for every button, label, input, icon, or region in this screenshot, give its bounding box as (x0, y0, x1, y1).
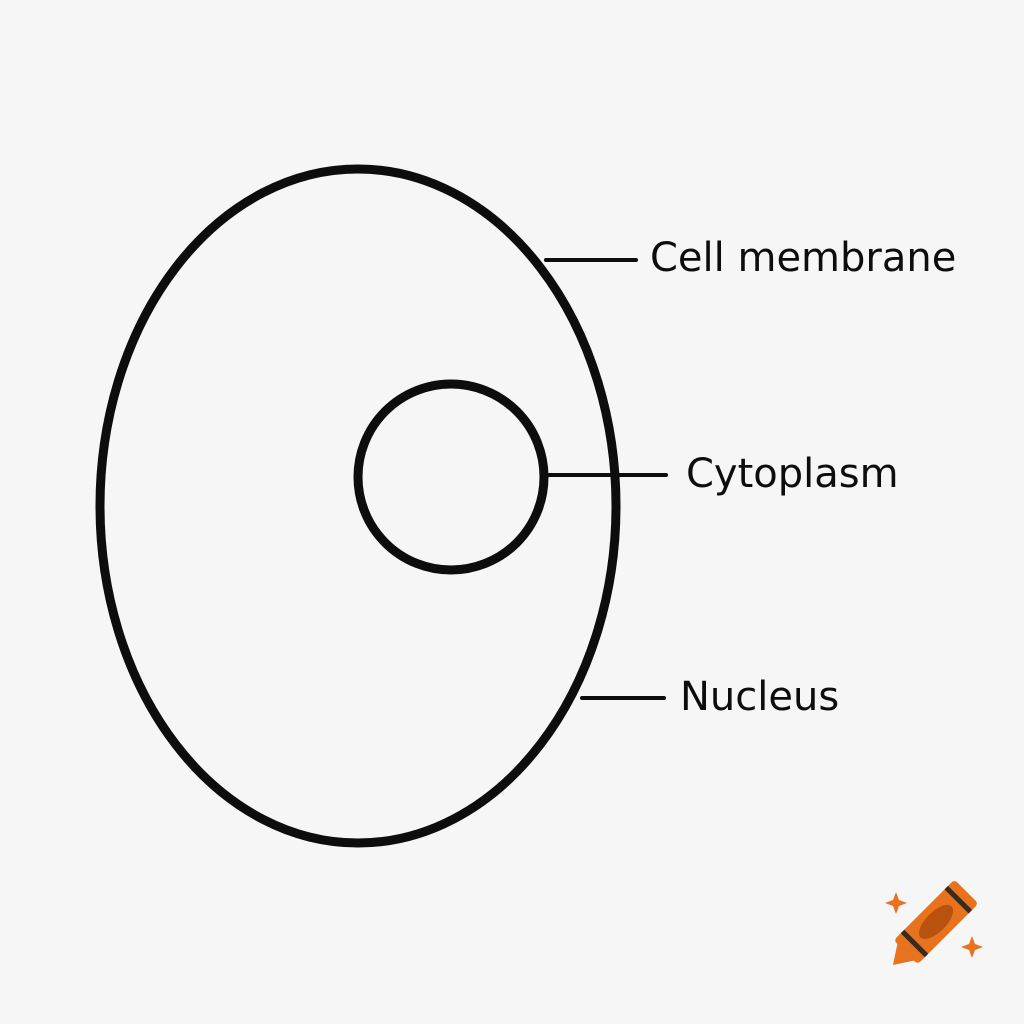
sparkle-icon (961, 936, 983, 958)
nucleus-circle (353, 379, 549, 575)
sparkle-icon (885, 892, 907, 914)
label-cytoplasm: Cytoplasm (686, 451, 899, 497)
crayon-icon (885, 881, 983, 966)
label-nucleus: Nucleus (680, 674, 840, 720)
cell-membrane-outline (95, 164, 621, 848)
label-cell-membrane: Cell membrane (650, 235, 957, 281)
